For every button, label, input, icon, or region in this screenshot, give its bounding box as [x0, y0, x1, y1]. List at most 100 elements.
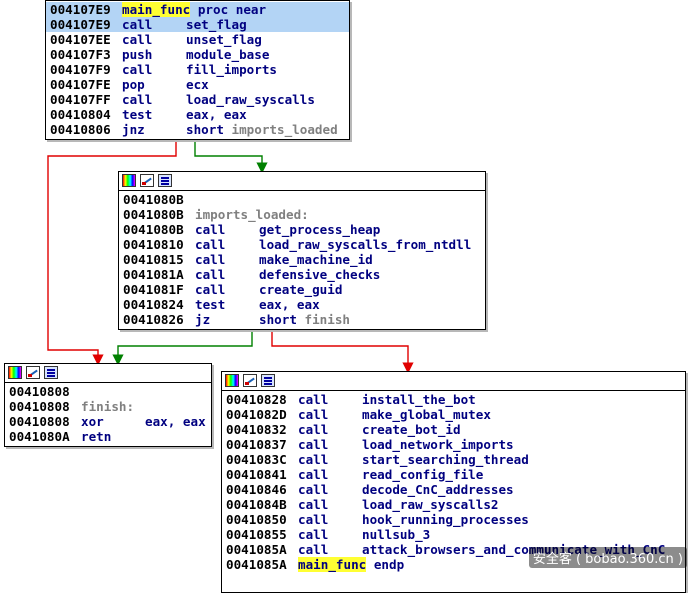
asm-operand[interactable]: load_network_imports: [362, 437, 514, 452]
asm-operand[interactable]: load_raw_syscalls: [186, 92, 315, 107]
asm-mnemonic: call: [195, 267, 226, 282]
asm-address: 00410826: [123, 312, 184, 327]
edit-pencil-icon[interactable]: [140, 174, 154, 187]
edit-pencil-icon[interactable]: [26, 366, 40, 379]
color-palette-icon[interactable]: [225, 374, 239, 387]
graph-listing-icon[interactable]: [261, 374, 275, 387]
asm-address: 00410806: [50, 122, 111, 137]
asm-operand[interactable]: ecx: [186, 77, 209, 92]
asm-address: 00410846: [226, 482, 287, 497]
asm-address: 004107E9: [50, 17, 111, 32]
graph-listing-icon[interactable]: [44, 366, 58, 379]
asm-address: 00410855: [226, 527, 287, 542]
asm-mnemonic: jz: [195, 312, 211, 327]
asm-operand[interactable]: install_the_bot: [362, 392, 476, 407]
asm-line[interactable]: 00410826 jz short finish: [123, 312, 481, 327]
asm-operand[interactable]: unset_flag: [186, 32, 262, 47]
asm-operand[interactable]: set_flag: [186, 17, 247, 32]
asm-operand[interactable]: make_global_mutex: [362, 407, 491, 422]
asm-address: 00410828: [226, 392, 287, 407]
asm-mnemonic: call: [298, 497, 329, 512]
asm-operand[interactable]: load_raw_syscalls_from_ntdll: [259, 237, 472, 252]
jump-target-label[interactable]: finish: [304, 312, 351, 327]
asm-operand[interactable]: create_bot_id: [362, 422, 461, 437]
asm-line[interactable]: 00410808: [9, 384, 207, 399]
asm-line[interactable]: 00410808 finish:: [9, 399, 207, 414]
asm-operand[interactable]: short: [259, 312, 297, 327]
asm-operand[interactable]: decode_CnC_addresses: [362, 482, 514, 497]
asm-operand[interactable]: eax, eax: [186, 107, 247, 122]
asm-operand[interactable]: create_guid: [259, 282, 343, 297]
asm-operand[interactable]: hook_running_processes: [362, 512, 529, 527]
asm-operand[interactable]: start_searching_thread: [362, 452, 529, 467]
function-name[interactable]: main_func: [298, 557, 367, 572]
edit-pencil-icon[interactable]: [243, 374, 257, 387]
function-name[interactable]: main_func: [122, 2, 191, 17]
asm-address: 004107FF: [50, 92, 111, 107]
asm-address: 00410804: [50, 107, 111, 122]
color-palette-icon[interactable]: [122, 174, 136, 187]
asm-operand[interactable]: load_raw_syscalls2: [362, 497, 499, 512]
color-palette-icon[interactable]: [8, 366, 22, 379]
asm-operand[interactable]: eax, eax: [145, 414, 206, 429]
asm-operand[interactable]: read_config_file: [362, 467, 484, 482]
asm-operand[interactable]: make_machine_id: [259, 252, 373, 267]
asm-mnemonic: call: [298, 467, 329, 482]
asm-operand[interactable]: attack_browsers_and_communicate_with_CnC: [362, 542, 666, 557]
asm-operand[interactable]: eax, eax: [259, 297, 320, 312]
asm-operand[interactable]: module_base: [186, 47, 270, 62]
watermark: 安全客 ( bobao.360.cn ): [528, 547, 687, 568]
asm-address: 00410837: [226, 437, 287, 452]
asm-address: 00410808: [9, 399, 70, 414]
location-label[interactable]: finish:: [81, 399, 135, 414]
asm-mnemonic: call: [298, 407, 329, 422]
graph-listing-icon[interactable]: [158, 174, 172, 187]
asm-address: 0041080A: [9, 429, 70, 444]
asm-address: 0041085A: [226, 542, 287, 557]
asm-operand[interactable]: get_process_heap: [259, 222, 381, 237]
asm-address: 0041080B: [123, 192, 184, 207]
asm-operand[interactable]: fill_imports: [186, 62, 277, 77]
asm-operand[interactable]: nullsub_3: [362, 527, 431, 542]
asm-operand[interactable]: short: [186, 122, 224, 137]
jump-target-label[interactable]: imports_loaded: [231, 122, 338, 137]
location-label[interactable]: imports_loaded:: [195, 207, 309, 222]
asm-operand[interactable]: defensive_checks: [259, 267, 381, 282]
edge-false-block2-to-block4: [271, 331, 414, 374]
asm-line[interactable]: 0041080B: [123, 192, 481, 207]
